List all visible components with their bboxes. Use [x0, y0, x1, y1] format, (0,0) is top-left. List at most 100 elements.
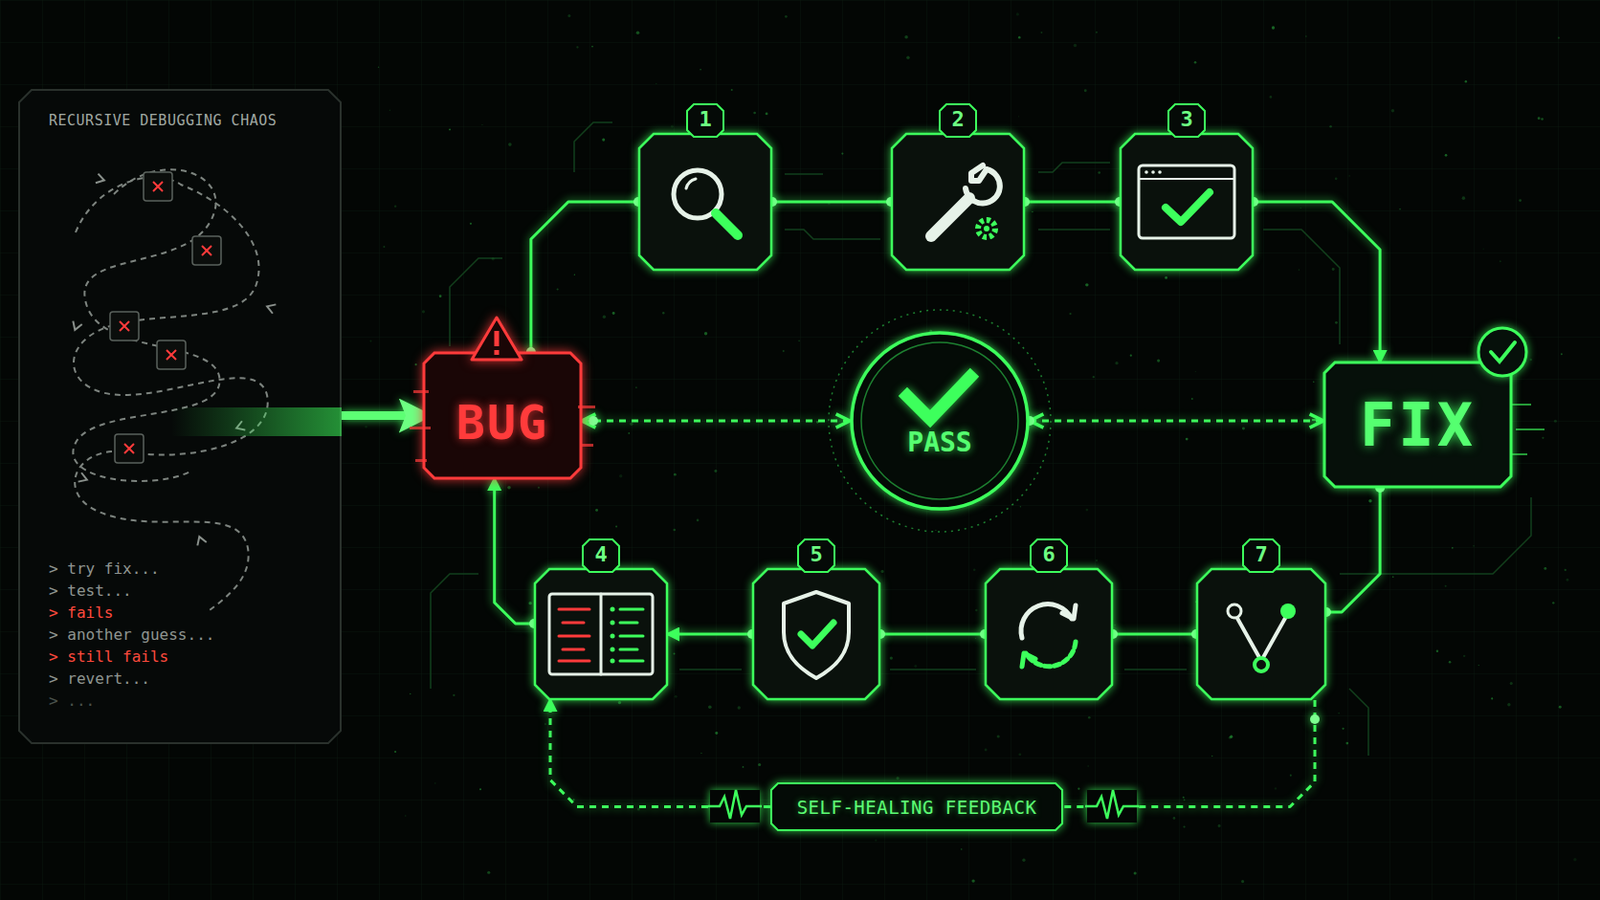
heartbeat-mark [708, 790, 762, 820]
speck [1073, 44, 1077, 47]
terminal-line: > still fails [48, 645, 169, 668]
step-icon [1138, 165, 1235, 239]
node-outline [752, 568, 881, 701]
window-check [1165, 192, 1210, 223]
connector-dot [1310, 714, 1320, 725]
speck [1077, 788, 1080, 791]
speck [394, 751, 397, 754]
attempt-box [143, 172, 173, 201]
trace [449, 258, 503, 347]
passed-dot [610, 607, 616, 613]
speck [618, 701, 622, 705]
speck [567, 14, 571, 18]
pass-check [907, 377, 971, 420]
speck [1334, 321, 1338, 325]
speck [662, 311, 665, 314]
speck [1341, 728, 1344, 731]
panel-heading: RECURSIVE DEBUGGING CHAOS [48, 110, 277, 133]
speck [1092, 376, 1095, 378]
speck [731, 88, 734, 91]
speck [696, 519, 700, 523]
speck [1564, 569, 1567, 572]
terminal-line: > revert... [48, 667, 151, 690]
speck [960, 848, 963, 851]
connector [494, 479, 534, 624]
failed-line [562, 648, 584, 652]
warning-mark [494, 331, 500, 347]
attempt-x [153, 181, 163, 192]
speck [556, 288, 559, 290]
speck [673, 653, 676, 656]
speck [714, 732, 718, 735]
connector [581, 420, 850, 423]
bug-box: BUG [422, 352, 582, 480]
window [1138, 165, 1235, 239]
speck [1068, 312, 1071, 315]
speck [1554, 420, 1557, 423]
step-number: 1 [690, 103, 719, 136]
step-border [534, 569, 667, 700]
step-border [1197, 569, 1326, 700]
step-border [891, 133, 1024, 270]
speck [934, 530, 936, 532]
panel-border [19, 89, 341, 744]
step-icon [673, 170, 738, 236]
speck [975, 638, 977, 640]
speck [619, 474, 623, 478]
passed-dot [610, 659, 616, 665]
step-icon [1227, 603, 1296, 672]
failed-line [558, 660, 590, 664]
badge-border [582, 539, 620, 573]
speck [1289, 775, 1292, 778]
failed-line [562, 622, 584, 625]
speck [1087, 765, 1089, 768]
speck [670, 125, 674, 129]
speck [1022, 859, 1025, 863]
trace [1339, 497, 1532, 575]
feedback-label: SELF-HEALING FEEDBACK [797, 797, 1038, 819]
speck [1560, 353, 1563, 356]
speck [1537, 116, 1541, 120]
chaos-loop [73, 177, 268, 611]
chaos-arrow [95, 174, 106, 186]
fix-border [1324, 362, 1512, 488]
speck [452, 694, 455, 697]
trace [784, 174, 881, 240]
speck [784, 15, 788, 19]
chaos-arrow [70, 321, 83, 333]
glitch-stripe [1510, 453, 1528, 456]
failed-attempt [192, 236, 222, 266]
lens-glint [686, 178, 696, 189]
speck [1018, 115, 1020, 117]
speck [369, 340, 372, 343]
speck [627, 432, 630, 435]
speck [1444, 154, 1448, 157]
node-outline [533, 568, 668, 701]
glitch-stripe [415, 459, 427, 463]
step-box: 6 [984, 568, 1113, 701]
speck [713, 469, 717, 473]
speck [904, 35, 909, 40]
speck [699, 68, 702, 71]
speck [1345, 742, 1349, 746]
pass-circle: PASS [849, 331, 1030, 512]
glitch-stripe [577, 405, 596, 409]
speck [595, 509, 599, 512]
fix-check [1490, 342, 1515, 362]
circuit-traces [430, 122, 1532, 756]
step-number: 7 [1246, 538, 1275, 572]
speck [528, 601, 532, 605]
speck [404, 815, 406, 817]
speck [1482, 247, 1484, 249]
speck [1399, 208, 1401, 211]
speck [1020, 506, 1022, 508]
fix-box: FIX [1323, 361, 1512, 489]
attempt-x [166, 350, 177, 360]
speck [1462, 196, 1467, 200]
connector [1024, 200, 1120, 204]
speck [1540, 117, 1544, 121]
speck [1088, 716, 1091, 720]
speck [1518, 199, 1522, 202]
speck [1510, 682, 1513, 686]
speck [672, 529, 676, 533]
